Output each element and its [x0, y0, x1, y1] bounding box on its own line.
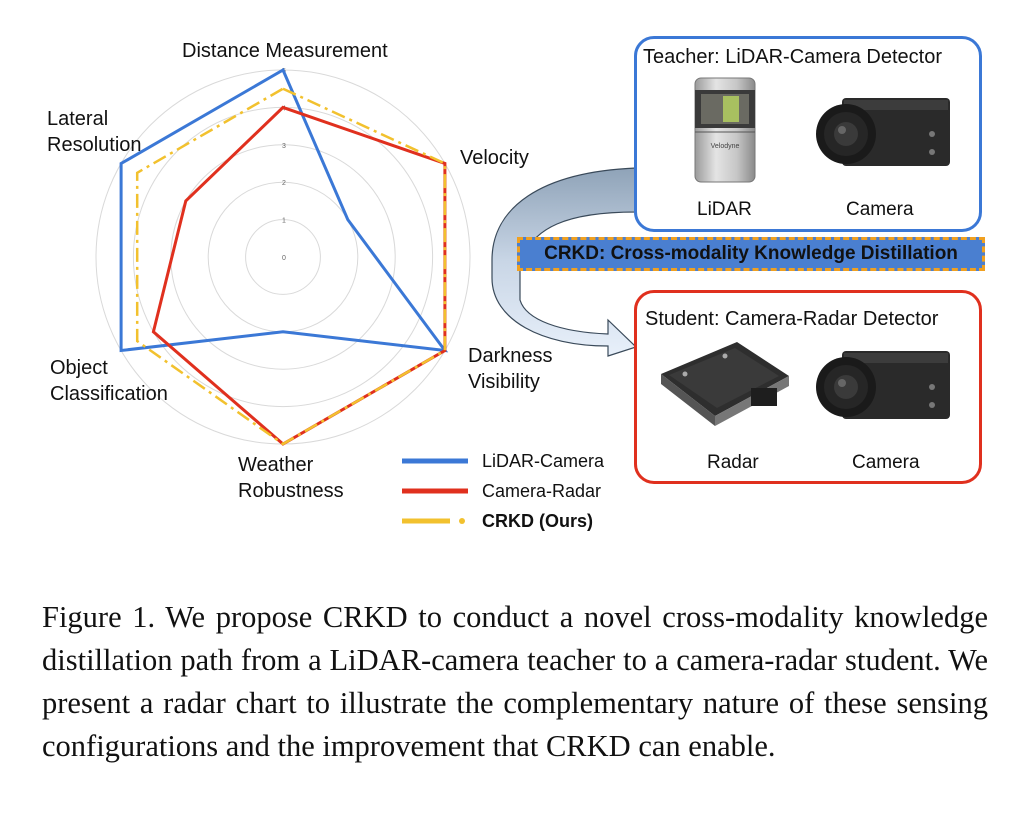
lidar-brand-text: Velodyne	[711, 143, 740, 150]
series-lidar-camera	[119, 67, 449, 353]
legend-label-crkd: CRKD (Ours)	[482, 510, 593, 531]
teacher-title: Teacher: LiDAR-Camera Detector	[643, 46, 942, 68]
tick-label-1: 1	[282, 218, 286, 225]
crkd-banner-text: CRKD: Cross-modality Knowledge Distillat…	[544, 243, 958, 264]
series-camera-radar	[151, 105, 447, 446]
legend-swatch-crkd	[402, 518, 465, 524]
lidar-device-image: Velodyne	[694, 77, 756, 183]
legend-swatch-camera-radar	[402, 488, 468, 494]
legend-swatch-lidar-camera	[402, 458, 468, 464]
crkd-banner: CRKD: Cross-modality Knowledge Distillat…	[517, 237, 985, 271]
series-crkd-ours	[135, 87, 447, 446]
student-camera-image	[816, 351, 950, 419]
teacher-camera-image	[816, 98, 950, 166]
radar-device-image	[661, 342, 789, 426]
axis-label-distance-measurement: Distance Measurement	[182, 40, 388, 62]
teacher-camera-label: Camera	[846, 199, 914, 220]
axis-label-lateral-resolution: Lateral Resolution	[47, 108, 142, 156]
grid-ring-1	[245, 219, 321, 295]
tick-label-2: 2	[282, 180, 286, 187]
legend-label-lidar-camera: LiDAR-Camera	[482, 450, 605, 471]
legend-item-lidar-camera: LiDAR-Camera	[400, 446, 604, 476]
axis-label-object-classification: Object Classification	[50, 357, 168, 405]
tick-label-3: 3	[282, 143, 286, 150]
lidar-label: LiDAR	[697, 199, 752, 220]
axis-label-darkness-visibility: Darkness Visibility	[468, 345, 553, 393]
figure-caption: Figure 1. We propose CRKD to conduct a n…	[42, 600, 988, 763]
tick-label-0: 0	[282, 255, 286, 262]
student-title: Student: Camera-Radar Detector	[645, 308, 939, 330]
student-camera-label: Camera	[852, 452, 920, 473]
axis-label-weather-robustness: Weather Robustness	[238, 454, 344, 502]
axis-label-velocity: Velocity	[460, 147, 529, 169]
chart-legend: LiDAR-Camera Camera-Radar CRKD (Ours)	[400, 446, 604, 536]
radar-label: Radar	[707, 452, 759, 473]
legend-item-crkd: CRKD (Ours)	[400, 506, 604, 536]
legend-item-camera-radar: Camera-Radar	[400, 476, 604, 506]
legend-label-camera-radar: Camera-Radar	[482, 480, 602, 501]
